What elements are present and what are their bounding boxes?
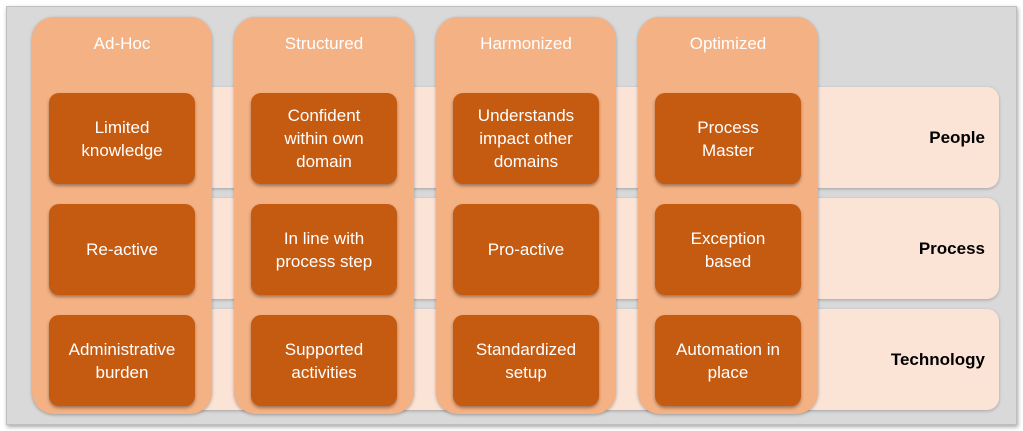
cell-text: Process Master [697,117,759,160]
cell-text: Confident within own domain [284,106,364,171]
column-structured: Structured Confident within own domain I… [234,17,414,414]
cell-text: Automation in place [676,339,780,382]
cell-optimized-people: Process Master [655,93,801,184]
cell-optimized-technology: Automation in place [655,315,801,406]
column-ad-hoc: Ad-Hoc Limited knowledge Re-active Admin… [32,17,212,414]
column-title: Ad-Hoc [93,34,151,53]
cell-text: Standardized setup [475,339,577,382]
cell-structured-process: In line with process step [251,204,397,295]
column-harmonized: Harmonized Understands impact other doma… [436,17,616,414]
cell-text: In line with process step [275,228,373,271]
diagram-frame: People Process Technology Ad-Hoc Limited… [6,6,1017,425]
cell-harmonized-people: Understands impact other domains [453,93,599,184]
cell-ad-hoc-process: Re-active [49,204,195,295]
cell-ad-hoc-technology: Administrative burden [49,315,195,406]
cell-text: Understands impact other domains [477,106,575,171]
cell-text: Administrative burden [68,339,176,382]
cell-harmonized-process: Pro-active [453,204,599,295]
row-label-people: People [929,127,985,147]
column-title: Harmonized [480,34,572,53]
row-label-process: Process [918,238,985,258]
cell-text: Exception based [690,228,766,271]
cell-text: Re-active [86,240,158,259]
column-optimized: Optimized Process Master Exception based… [638,17,818,414]
cell-harmonized-technology: Standardized setup [453,315,599,406]
row-label-technology: Technology [890,349,985,369]
cell-structured-technology: Supported activities [251,315,397,406]
cell-text: Limited knowledge [81,117,163,160]
cell-text: Pro-active [487,240,565,259]
cell-optimized-process: Exception based [655,204,801,295]
cell-text: Supported activities [284,339,364,382]
column-title: Optimized [689,34,767,53]
cell-structured-people: Confident within own domain [251,93,397,184]
cell-ad-hoc-people: Limited knowledge [49,93,195,184]
column-title: Structured [284,34,364,53]
